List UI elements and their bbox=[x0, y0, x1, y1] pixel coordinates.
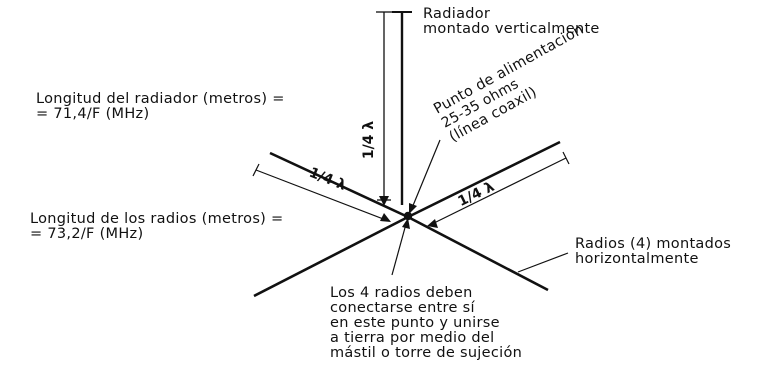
junction-leader-arrowhead bbox=[402, 218, 410, 229]
left-dimension-arrowhead bbox=[380, 213, 391, 222]
vertical-radiator-label-line-2: montado verticalmente bbox=[423, 21, 600, 37]
junction-note-line-5: mástil o torre de sujeción bbox=[330, 345, 523, 361]
horizontal-radials-label: Radios (4) montados horizontalmente bbox=[575, 237, 731, 267]
radiator-length-label: Longitud del radiador (metros) = = 71,4/… bbox=[36, 92, 285, 122]
quarter-wave-vertical-label: 1/4 λ bbox=[361, 121, 377, 159]
right-dimension-arrowhead bbox=[427, 219, 438, 228]
feed-point-leader-line bbox=[411, 139, 441, 209]
radial-length-label: Longitud de los radios (metros) = = 73,2… bbox=[30, 212, 284, 242]
junction-note: Los 4 radios deben conectarse entre sí e… bbox=[330, 286, 522, 361]
junction-note-line-1: Los 4 radios deben bbox=[330, 285, 473, 301]
radial-line-left-lower bbox=[253, 215, 409, 298]
junction-leader-line bbox=[391, 223, 407, 276]
junction-note-line-4: a tierra por medio del bbox=[330, 330, 495, 346]
radiator-length-label-line-1: Longitud del radiador (metros) = bbox=[36, 91, 285, 107]
radial-line-right-lower bbox=[407, 215, 549, 292]
vertical-dimension-arrowhead bbox=[379, 196, 389, 206]
horizontal-radials-label-line-1: Radios (4) montados bbox=[575, 236, 732, 252]
right-dimension-tick bbox=[562, 151, 570, 165]
horizontal-radials-label-line-2: horizontalmente bbox=[575, 251, 699, 267]
radiator-length-label-line-2: = 71,4/F (MHz) bbox=[36, 106, 150, 122]
vertical-radiator-label-line-1: Radiador bbox=[423, 6, 491, 22]
radials-leader-line bbox=[517, 252, 569, 273]
quarter-wave-left-label: 1/4 λ bbox=[307, 165, 349, 194]
junction-note-line-2: conectarse entre sí bbox=[330, 300, 475, 316]
radial-length-label-line-1: Longitud de los radios (metros) = bbox=[30, 211, 284, 227]
vertical-radiator-label: Radiador montado verticalmente bbox=[423, 7, 600, 37]
radial-length-label-line-2: = 73,2/F (MHz) bbox=[30, 226, 144, 242]
left-dimension-tick bbox=[252, 163, 260, 177]
right-dimension-line bbox=[431, 157, 567, 225]
radial-line-left-upper bbox=[269, 151, 409, 219]
left-dimension-line bbox=[255, 169, 387, 221]
feed-point-node bbox=[403, 211, 413, 221]
junction-note-line-3: en este punto y unirse bbox=[330, 315, 500, 331]
feed-point-leader-arrowhead bbox=[409, 203, 417, 214]
feed-point-label: Punto de alimentación 25-35 ohms (línea … bbox=[431, 22, 586, 146]
radial-line-right-upper bbox=[407, 140, 561, 219]
